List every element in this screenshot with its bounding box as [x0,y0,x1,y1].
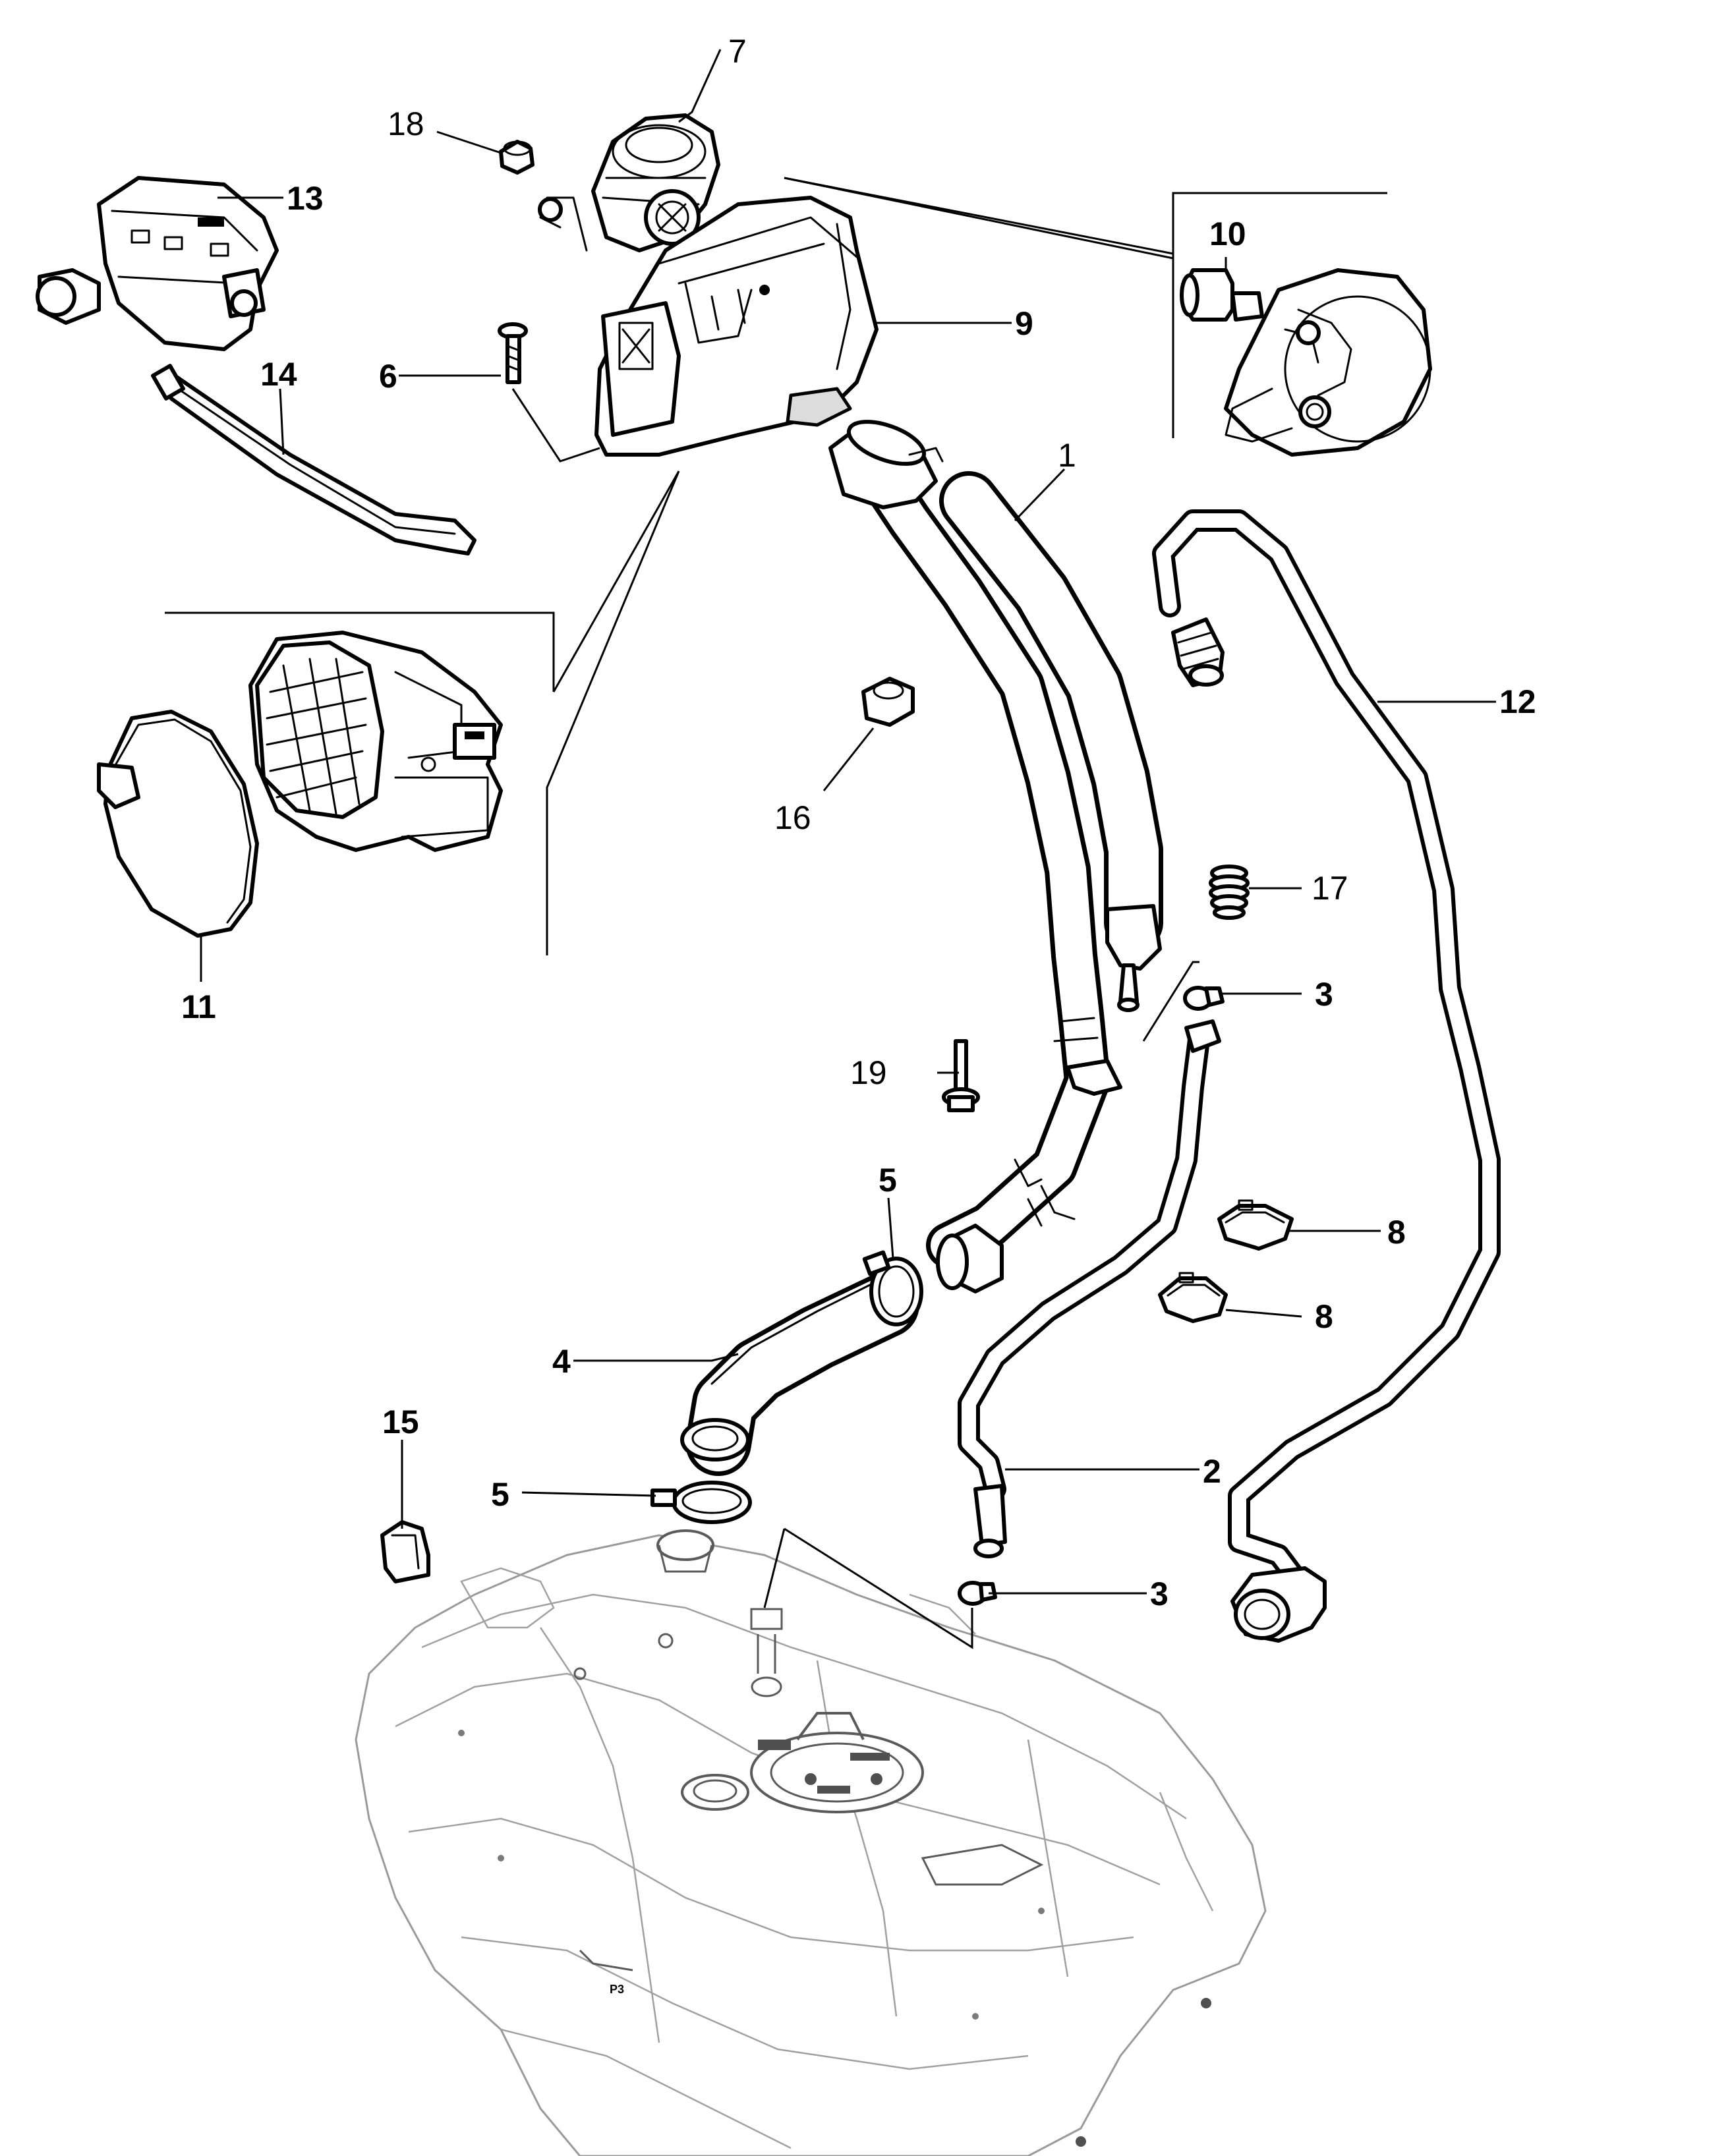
part-11-fuel-door [97,710,259,938]
callout-3-lower: 3 [1150,1575,1169,1612]
part-3-clip-upper [1183,986,1225,1011]
callout-2: 2 [1203,1453,1221,1490]
part-13-control-unit [36,176,279,351]
part-8-seal-lower [1158,1272,1228,1323]
callout-6: 6 [379,358,397,395]
callout-3-upper: 3 [1315,976,1333,1013]
pump-module [750,1712,924,1813]
fuel-tank: P3 [355,1529,1267,2156]
part-10-cap-detail [1180,268,1432,457]
callout-12: 12 [1499,683,1536,720]
callout-labels: 7 18 13 14 6 9 10 1 12 16 17 3 19 5 8 8 … [181,33,1536,1612]
callout-10: 10 [1209,215,1246,252]
part-8-seal-upper [1217,1199,1294,1251]
part-7-fuel-cap [538,113,720,252]
leader-lines [200,49,1496,1595]
part-19-bolt [942,1039,980,1112]
callout-19: 19 [850,1054,887,1091]
callout-1: 1 [1058,437,1076,474]
callout-8-upper: 8 [1387,1214,1406,1251]
part-18-plug [499,140,534,175]
part-3-clip-lower [958,1581,997,1606]
tank-mark-p3: P3 [610,1983,624,1996]
part-9-filler-housing [594,196,879,457]
callout-8-lower: 8 [1315,1298,1333,1335]
inset-frames [165,177,1387,1649]
callout-13: 13 [287,180,324,217]
callout-9: 9 [1015,305,1033,342]
housing-detail-inset [248,631,503,852]
callout-5-lower: 5 [491,1476,509,1513]
part-6-screw [498,322,528,384]
part-5-clamp-upper [862,1250,923,1326]
part-2-vent-line [958,1019,1221,1558]
part-17-spring [1209,865,1250,920]
part-12-vent-hose [1152,509,1501,1643]
callout-16: 16 [774,799,811,836]
callout-5-upper: 5 [879,1162,897,1199]
part-4-rubber-hose [680,1272,919,1476]
part-15-clip [380,1520,430,1583]
callout-14: 14 [260,356,297,393]
callout-15: 15 [382,1404,419,1440]
callout-7: 7 [728,33,747,70]
part-5-clamp-lower [650,1481,752,1524]
callout-11: 11 [181,988,216,1025]
callout-4: 4 [552,1343,571,1380]
part-14-strap [151,364,476,555]
callout-17: 17 [1312,870,1348,907]
part-1-filler-pipe [828,420,1163,1293]
callout-18: 18 [388,105,424,142]
part-16-nut [861,677,915,727]
